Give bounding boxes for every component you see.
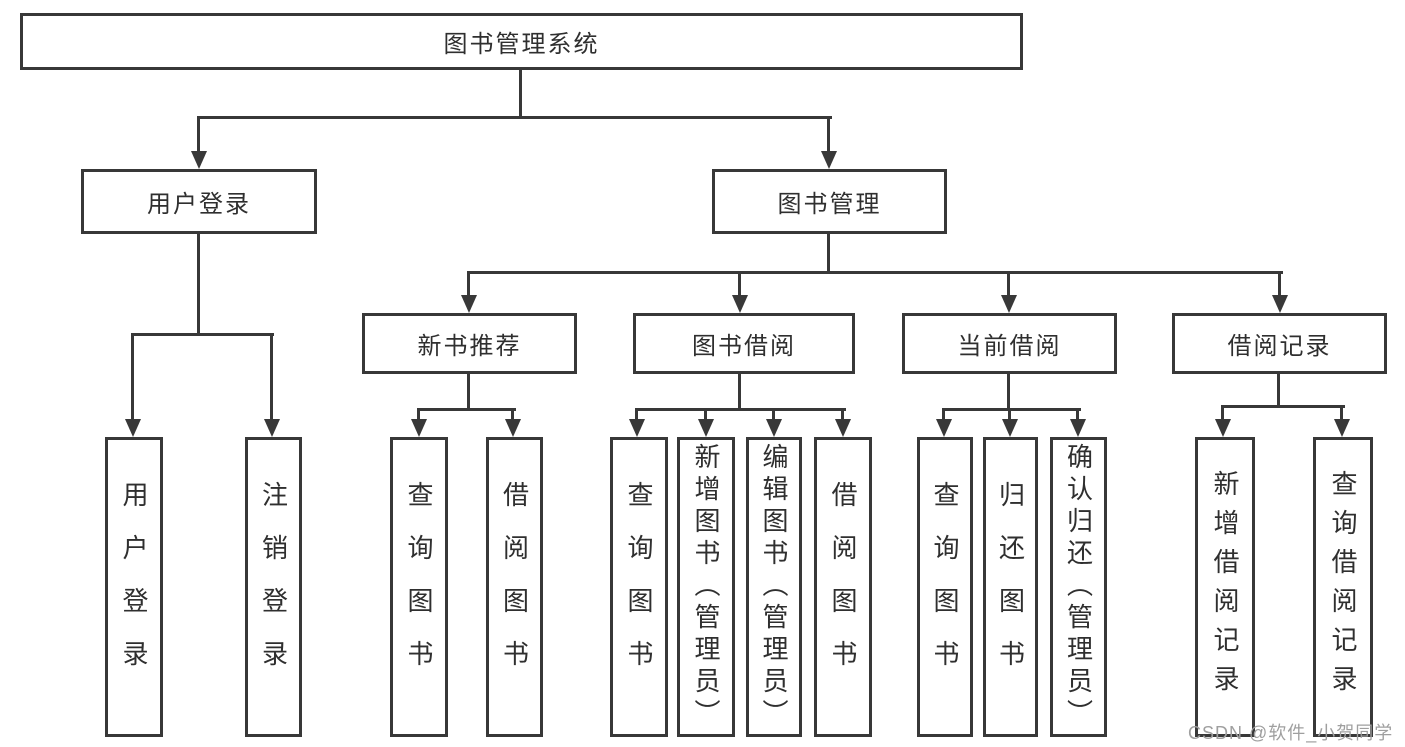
arrow-down-icon xyxy=(191,151,207,169)
arrow-down-icon xyxy=(936,419,952,437)
arrow-down-icon xyxy=(125,419,141,437)
connector-line xyxy=(131,333,134,421)
leaf-label: 查询图书 xyxy=(404,481,434,693)
connector-line xyxy=(467,374,470,411)
leaf-label: 查询图书 xyxy=(624,481,654,693)
connector-line xyxy=(827,116,830,153)
arrow-down-icon xyxy=(766,419,782,437)
leaf-label: 新增图书（管理员） xyxy=(691,443,721,731)
leaf-label: 借阅图书 xyxy=(499,481,530,693)
connector-line xyxy=(519,69,522,118)
connector-line xyxy=(1278,271,1281,299)
leaf-label: 用户登录 xyxy=(119,481,149,693)
leaf-query-borrow-record: 查询借阅记录 xyxy=(1313,437,1373,737)
leaf-borrow-books-recommend: 借阅图书 xyxy=(486,437,543,737)
connector-line xyxy=(827,233,830,274)
connector-line xyxy=(1007,374,1010,411)
leaf-label: 编辑图书（管理员） xyxy=(759,443,789,731)
connector-line xyxy=(1340,405,1343,423)
leaf-label: 借阅图书 xyxy=(828,481,858,693)
node-label: 图书管理 xyxy=(777,191,882,218)
connector-line xyxy=(197,116,200,153)
connector-line xyxy=(942,408,1081,411)
node-book-borrowing: 图书借阅 xyxy=(633,313,855,374)
connector-line xyxy=(1277,374,1280,408)
leaf-label: 确认归还（管理员） xyxy=(1063,443,1094,731)
connector-line xyxy=(197,233,200,336)
connector-line xyxy=(1008,408,1011,423)
connector-line xyxy=(635,408,638,423)
node-label: 当前借阅 xyxy=(957,333,1062,360)
node-user-login: 用户登录 xyxy=(81,169,317,234)
connector-line xyxy=(738,271,741,299)
arrow-down-icon xyxy=(821,151,837,169)
connector-line xyxy=(417,408,420,423)
connector-line xyxy=(738,374,741,411)
leaf-logout-login: 注销登录 xyxy=(245,437,302,737)
node-book-management: 图书管理 xyxy=(712,169,947,234)
leaf-query-books-recommend: 查询图书 xyxy=(390,437,448,737)
node-label: 图书借阅 xyxy=(692,333,796,360)
arrow-down-icon xyxy=(264,419,280,437)
leaf-confirm-return-admin: 确认归还（管理员） xyxy=(1050,437,1107,737)
connector-line xyxy=(1076,408,1079,423)
connector-line xyxy=(1007,271,1010,299)
csdn-watermark: CSDN @软件_小贺同学 xyxy=(1188,723,1394,743)
connector-line xyxy=(704,408,707,423)
connector-line xyxy=(511,408,514,423)
node-label: 图书管理系统 xyxy=(443,31,600,58)
leaf-query-books-borrowing: 查询图书 xyxy=(610,437,668,737)
node-label: 用户登录 xyxy=(147,191,251,218)
leaf-add-book-admin: 新增图书（管理员） xyxy=(677,437,735,737)
connector-line xyxy=(841,408,844,423)
arrow-down-icon xyxy=(1215,419,1231,437)
arrow-down-icon xyxy=(629,419,645,437)
leaf-label: 新增借阅记录 xyxy=(1210,470,1240,704)
arrow-down-icon xyxy=(1001,295,1017,313)
leaf-label: 归还图书 xyxy=(995,481,1026,693)
connector-line xyxy=(772,408,775,423)
leaf-label: 查询图书 xyxy=(930,481,960,693)
arrow-down-icon xyxy=(1272,295,1288,313)
connector-line xyxy=(270,333,273,421)
connector-line xyxy=(131,333,274,336)
arrow-down-icon xyxy=(505,419,521,437)
arrow-down-icon xyxy=(698,419,714,437)
leaf-label: 注销登录 xyxy=(258,481,289,693)
leaf-user-login: 用户登录 xyxy=(105,437,163,737)
arrow-down-icon xyxy=(1070,419,1086,437)
connector-line xyxy=(467,271,470,299)
arrow-down-icon xyxy=(1334,419,1350,437)
leaf-return-book: 归还图书 xyxy=(983,437,1038,737)
arrow-down-icon xyxy=(461,295,477,313)
leaf-add-borrow-record: 新增借阅记录 xyxy=(1195,437,1255,737)
arrow-down-icon xyxy=(411,419,427,437)
node-borrow-records: 借阅记录 xyxy=(1172,313,1387,374)
connector-line xyxy=(1221,405,1224,423)
connector-line xyxy=(197,116,832,119)
node-label: 新书推荐 xyxy=(417,333,522,360)
leaf-borrow-books-borrowing: 借阅图书 xyxy=(814,437,872,737)
connector-line xyxy=(417,408,516,411)
node-library-system: 图书管理系统 xyxy=(20,13,1023,70)
connector-line xyxy=(635,408,846,411)
leaf-edit-book-admin: 编辑图书（管理员） xyxy=(746,437,802,737)
connector-line xyxy=(1221,405,1345,408)
node-current-borrowing: 当前借阅 xyxy=(902,313,1117,374)
leaf-query-books-current: 查询图书 xyxy=(917,437,973,737)
arrow-down-icon xyxy=(835,419,851,437)
node-new-book-recommendation: 新书推荐 xyxy=(362,313,577,374)
node-label: 借阅记录 xyxy=(1227,333,1332,360)
arrow-down-icon xyxy=(1002,419,1018,437)
connector-line xyxy=(942,408,945,423)
connector-line xyxy=(467,271,1283,274)
leaf-label: 查询借阅记录 xyxy=(1328,470,1358,704)
arrow-down-icon xyxy=(732,295,748,313)
